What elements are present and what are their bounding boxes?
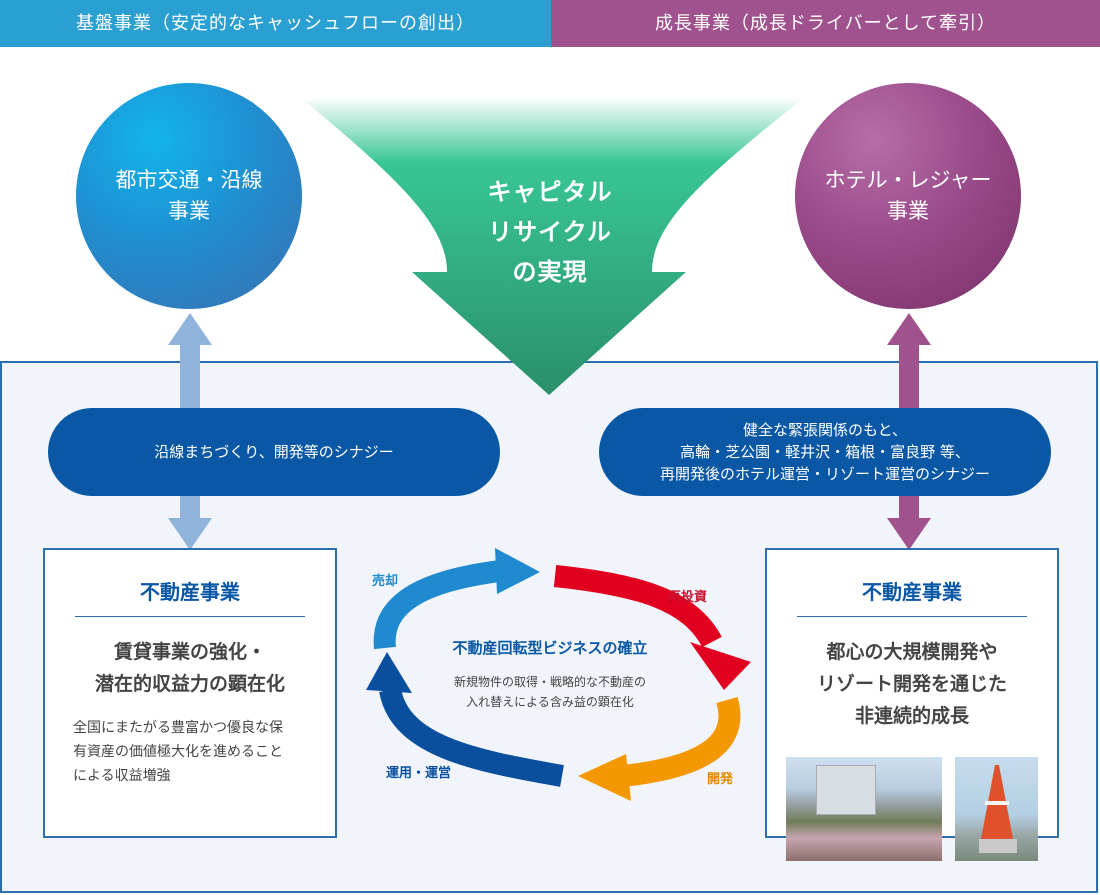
cycle-label-operate: 運用・運営 xyxy=(386,766,452,781)
urban-transport-circle: 都市交通・沿線 事業 xyxy=(76,83,302,309)
cycle-label-develop: 開発 xyxy=(707,772,734,787)
box-left-title: 不動産事業 xyxy=(140,580,240,604)
hotel-building-shape xyxy=(816,765,876,815)
header-growth-business: 成長事業（成長ドライバーとして牽引） xyxy=(551,0,1100,47)
box-right-divider xyxy=(797,616,1027,617)
synergy-pill-left: 沿線まちづくり、開発等のシナジー xyxy=(48,408,500,496)
synergy-pill-right: 健全な緊張関係のもと、 高輪・芝公園・軽井沢・箱根・富良野 等、 再開発後のホテ… xyxy=(599,408,1051,496)
box-left-heading: 賃貸事業の強化・ 潜在的収益力の顕在化 xyxy=(94,641,285,695)
tokyo-tower-icon xyxy=(979,765,1017,853)
cycle-arrow-operate xyxy=(366,652,564,787)
header-base-business: 基盤事業（安定的なキャッシュフローの創出） xyxy=(0,0,551,47)
left-double-arrow xyxy=(168,313,212,550)
cycle-label-reinvest: 再投資 xyxy=(668,590,708,605)
cycle-label-sell: 売却 xyxy=(372,574,399,589)
box-left-divider xyxy=(75,616,305,617)
tokyo-tower-photo xyxy=(955,757,1038,861)
hotel-leisure-circle: ホテル・レジャー 事業 xyxy=(795,83,1021,309)
cycle-title: 不動産回転型ビジネスの確立 xyxy=(452,639,648,657)
right-double-arrow xyxy=(887,313,931,550)
cycle-description: 新規物件の取得・戦略的な不動産の 入れ替えによる含み益の顕在化 xyxy=(453,675,646,709)
box-right-title: 不動産事業 xyxy=(862,580,962,604)
cycle-arrow-reinvest xyxy=(553,565,751,690)
box-right-heading: 都心の大規模開発や リゾート開発を通じた 非連続的成長 xyxy=(816,641,1007,727)
capital-recycle-label: キャピタル リサイクル の実現 xyxy=(487,178,613,286)
hotel-cherry-blossom-photo xyxy=(786,757,942,861)
box-left-description: 全国にまたがる豊富かつ優良な保 有資産の価値極大化を進めること による収益増強 xyxy=(73,720,283,784)
capital-recycle-funnel xyxy=(300,97,805,395)
real-estate-box-left: 不動産事業 賃貸事業の強化・ 潜在的収益力の顕在化 全国にまたがる豊富かつ優良な… xyxy=(43,548,337,838)
cycle-arrow-sell xyxy=(373,548,540,650)
cycle-arrow-develop xyxy=(578,696,741,801)
